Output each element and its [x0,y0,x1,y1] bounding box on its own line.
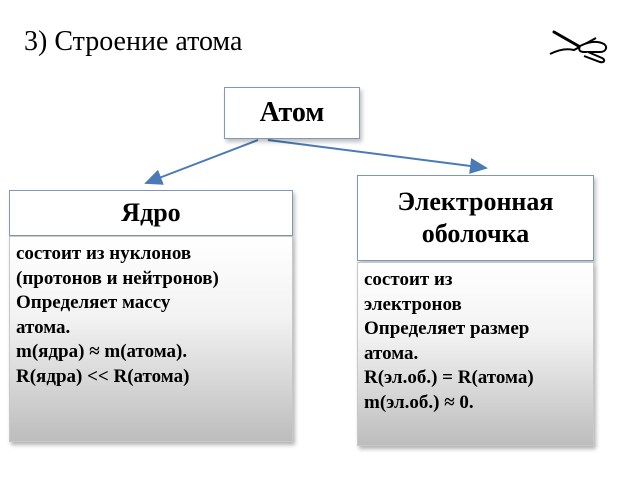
shell-label-line2: оболочка [421,219,530,248]
nucleus-desc-line: атома. [16,316,71,338]
arrow-to-shell [267,139,488,174]
shell-label-line1: Электронная [397,187,554,217]
slide-title: 3) Строение атома [24,26,243,57]
shell-desc-line: m(эл.об.) ≈ 0. [364,391,474,413]
atom-label: Атом [259,97,325,128]
nucleus-desc-line: (протонов и нейтронов) [16,267,219,289]
electron-shell-box: Электронная оболочка [357,175,594,261]
electron-shell-description: состоит из электронов Определяет размер … [357,262,594,446]
shell-desc-line: атома. [364,342,419,364]
nucleus-label: Ядро [121,198,181,227]
arrow-to-nucleus [144,139,259,185]
nucleus-desc-line: R(ядра) << R(атома) [16,365,190,387]
shell-desc-line: R(эл.об.) = R(атома) [364,367,534,388]
nucleus-desc-line: Определяет массу [16,292,171,313]
shell-desc-line: электронов [364,293,462,315]
nucleus-box: Ядро [9,190,293,236]
nucleus-description: состоит из нуклонов (протонов и нейтроно… [9,236,293,442]
atom-box: Атом [224,87,360,139]
nucleus-desc-line: состоит из нуклонов [16,243,192,264]
shell-desc-line: состоит из [364,269,453,290]
nucleus-desc-line: m(ядра) ≈ m(атома). [16,341,188,362]
shell-desc-line: Определяет размер [364,318,530,339]
writing-hand-icon [549,30,608,64]
